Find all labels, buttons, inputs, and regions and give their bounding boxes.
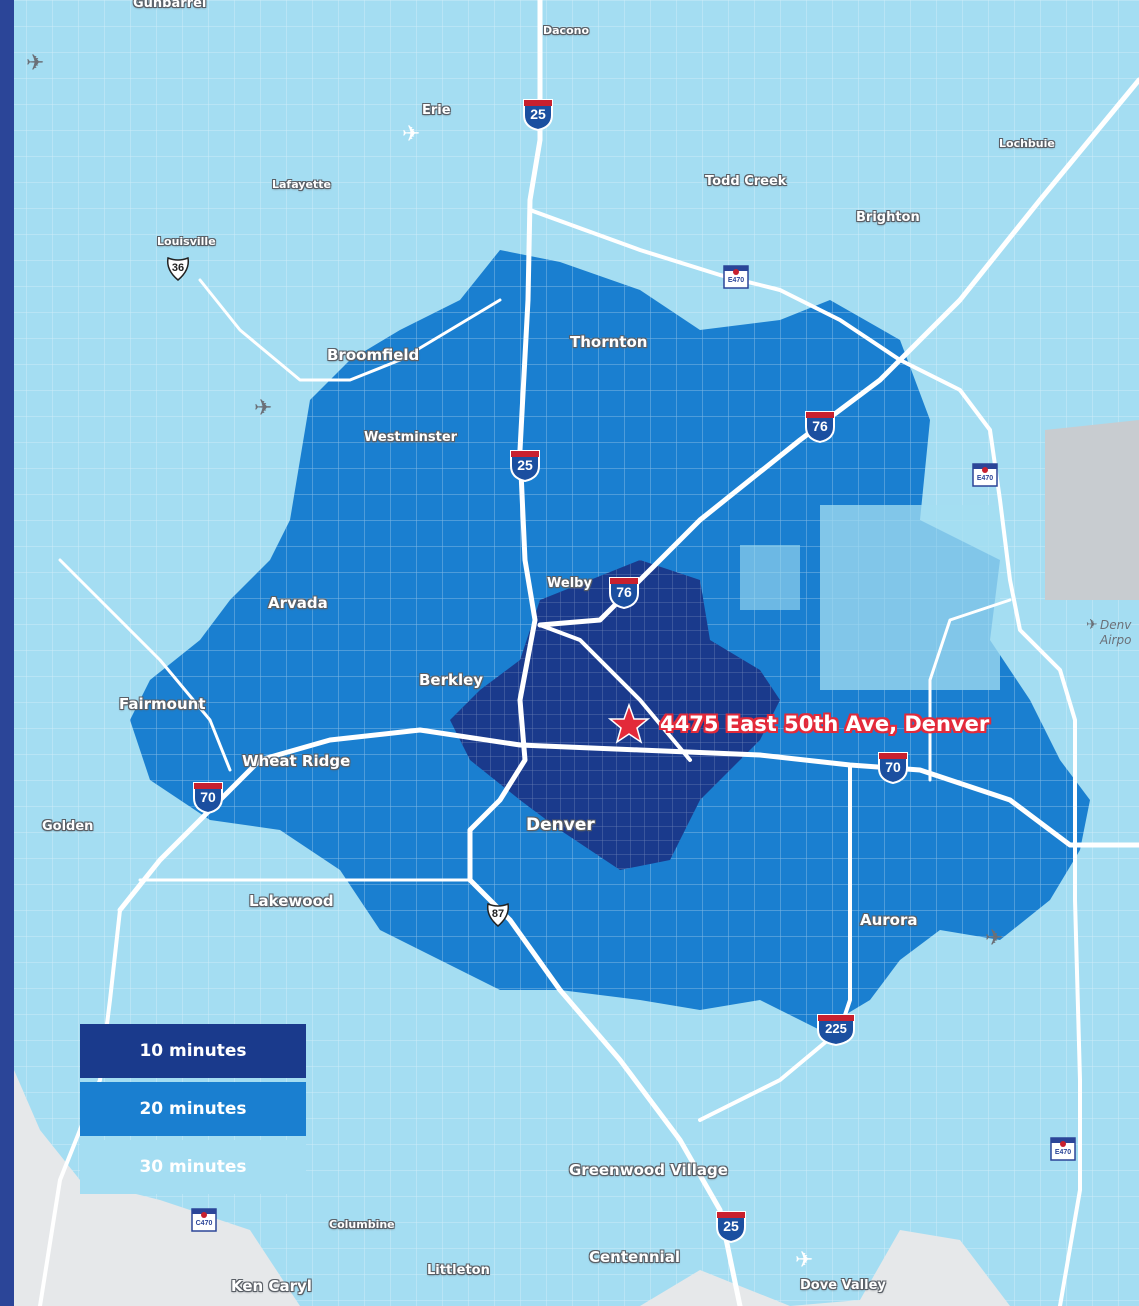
airport-area	[1045, 420, 1139, 600]
legend-item-10-minutes: 10 minutes	[80, 1024, 306, 1078]
shield-number: 36	[171, 262, 185, 274]
place-label-berkley: Berkley	[419, 671, 484, 689]
interstate-70-west-shield-icon: 70	[191, 780, 225, 815]
shield-number: 25	[517, 457, 533, 473]
place-label-centennial: Centennial	[589, 1248, 680, 1266]
airport-icon: ✈	[795, 1248, 814, 1273]
airport-icon: ✈	[1086, 617, 1098, 633]
airport-icon: ✈	[26, 51, 45, 76]
place-label-fairmount: Fairmount	[119, 695, 206, 713]
place-label-columbine: Columbine	[329, 1218, 395, 1231]
interstate-70-east-shield-icon: 70	[876, 750, 910, 785]
place-label-todd-creek: Todd Creek	[705, 174, 787, 189]
location-address-label: 4475 East 50th Ave, Denver	[660, 712, 990, 736]
interstate-76-east-shield-icon: 76	[803, 409, 837, 444]
shield-number: 225	[825, 1021, 847, 1036]
place-label-gunbarrel: Gunbarrel	[133, 0, 207, 11]
airport-icon: ✈	[254, 396, 273, 421]
shield-number: 76	[616, 584, 632, 600]
place-label-denver: Denver	[526, 815, 595, 835]
interstate-25-south-shield-icon: 25	[714, 1209, 748, 1244]
place-label-lafayette: Lafayette	[272, 178, 331, 191]
us-36-shield-icon: 36	[165, 256, 191, 282]
place-label-dove-valley: Dove Valley	[800, 1278, 886, 1293]
place-label-golden: Golden	[42, 819, 94, 834]
place-label-westminster: Westminster	[364, 430, 458, 445]
shield-number: 70	[200, 789, 216, 805]
place-label-broomfield: Broomfield	[327, 346, 420, 364]
place-label-aurora: Aurora	[860, 911, 918, 929]
shield-number: 87	[491, 908, 505, 920]
c470-shield-icon: C470	[191, 1208, 217, 1232]
place-label-greenwood-village: Greenwood Village	[569, 1161, 728, 1179]
shield-number: 25	[723, 1218, 739, 1234]
shield-number: 25	[530, 106, 546, 122]
place-label-ken-caryl: Ken Caryl	[231, 1277, 312, 1295]
location-star-icon[interactable]	[608, 703, 650, 745]
place-label-welby: Welby	[547, 576, 592, 591]
open-land-patch	[820, 505, 1000, 690]
left-edge-bar	[0, 0, 14, 1306]
us-87-shield-icon: 87	[485, 902, 511, 928]
place-label-lochbuie: Lochbuie	[999, 137, 1055, 150]
place-label-wheat-ridge: Wheat Ridge	[242, 752, 351, 770]
place-label-dacono: Dacono	[543, 24, 590, 37]
legend-item-20-minutes: 20 minutes	[80, 1082, 306, 1136]
e470-east-shield-icon: E470	[972, 463, 998, 487]
open-land-patch	[740, 545, 800, 610]
place-label-louisville: Louisville	[157, 235, 216, 248]
interstate-225-shield-icon: 225	[815, 1012, 857, 1047]
airport-icon: ✈	[985, 926, 1004, 951]
legend-item-30-minutes: 30 minutes	[80, 1140, 306, 1194]
shield-number: 70	[885, 759, 901, 775]
place-label-littleton: Littleton	[427, 1263, 490, 1278]
place-label-brighton: Brighton	[856, 210, 920, 225]
e470-north-shield-icon: E470	[723, 265, 749, 289]
e470-southeast-shield-icon: E470	[1050, 1137, 1076, 1161]
drive-time-legend: 10 minutes 20 minutes 30 minutes	[80, 1024, 306, 1198]
interstate-25-mid-shield-icon: 25	[508, 448, 542, 483]
place-label-erie: Erie	[422, 103, 451, 118]
interstate-76-mid-shield-icon: 76	[607, 575, 641, 610]
denver-airport-label: Denv Airpo	[1100, 618, 1132, 647]
airport-icon: ✈	[402, 122, 421, 147]
place-label-lakewood: Lakewood	[249, 892, 334, 910]
interstate-25-north-shield-icon: 25	[521, 97, 555, 132]
place-label-arvada: Arvada	[268, 594, 328, 612]
place-label-thornton: Thornton	[570, 333, 648, 351]
shield-number: 76	[812, 418, 828, 434]
